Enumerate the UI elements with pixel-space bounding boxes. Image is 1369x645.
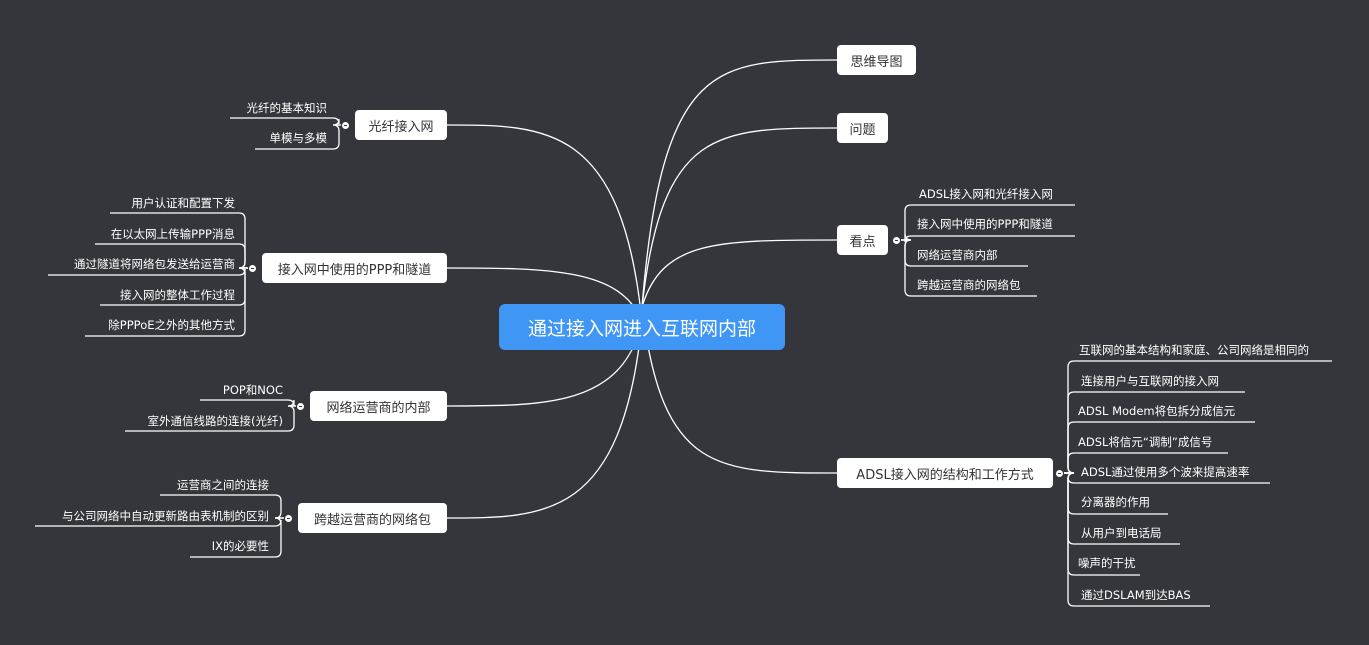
- leaf-line: [230, 117, 341, 126]
- topic-adsl-structure[interactable]: ADSL接入网的结构和工作方式: [837, 458, 1053, 488]
- topic-isp-internal[interactable]: 网络运营商的内部: [310, 391, 447, 421]
- leaf-line: [125, 405, 296, 432]
- topic-cross-isp[interactable]: 跨越运营商的网络包: [298, 503, 447, 533]
- leaf-item[interactable]: 接入网的整体工作过程: [120, 288, 235, 302]
- leaf-item[interactable]: ADSL接入网和光纤接入网: [919, 187, 1053, 201]
- leaf-item[interactable]: 用户认证和配置下发: [131, 196, 236, 210]
- leaf-item[interactable]: 除PPPoE之外的其他方式: [108, 318, 235, 332]
- leaf-line: [85, 267, 248, 337]
- branch-line: [446, 321, 643, 407]
- topic-ppp-tunnel[interactable]: 接入网中使用的PPP和隧道: [262, 253, 447, 283]
- collapse-toggle-highlights[interactable]: [892, 236, 901, 245]
- branch-line: [641, 59, 838, 308]
- topic-mindmap[interactable]: 思维导图: [837, 45, 916, 75]
- leaf-item[interactable]: ADSL Modem将包拆分成信元: [1078, 404, 1236, 418]
- leaf-item[interactable]: 分离器的作用: [1081, 495, 1150, 509]
- leaf-line: [1064, 472, 1210, 607]
- leaf-item[interactable]: 单模与多模: [269, 131, 328, 145]
- leaf-item[interactable]: 通过隧道将网络包发送给运营商: [74, 257, 235, 271]
- leaf-item[interactable]: 运营商之间的连接: [177, 478, 269, 492]
- branch-line: [641, 127, 838, 308]
- leaf-item[interactable]: 噪声的干扰: [1078, 556, 1136, 570]
- collapse-toggle-ppp[interactable]: [248, 264, 257, 273]
- collapse-toggle-isp[interactable]: [296, 402, 305, 411]
- leaf-item[interactable]: 接入网中使用的PPP和隧道: [917, 217, 1053, 231]
- leaf-item[interactable]: 室外通信线路的连接(光纤): [147, 414, 283, 428]
- leaf-item[interactable]: 通过DSLAM到达BAS: [1081, 588, 1191, 602]
- leaf-item[interactable]: 互联网的基本结构和家庭、公司网络是相同的: [1079, 343, 1309, 357]
- leaf-item[interactable]: 光纤的基本知识: [246, 101, 328, 115]
- central-topic[interactable]: 通过接入网进入互联网内部: [499, 304, 785, 350]
- collapse-toggle-fiber[interactable]: [341, 121, 350, 130]
- collapse-toggle-cross[interactable]: [284, 514, 293, 523]
- leaf-item[interactable]: 从用户到电话局: [1081, 526, 1162, 540]
- branch-line: [641, 239, 838, 308]
- leaf-item[interactable]: ADSL将信元“调制”成信号: [1078, 435, 1213, 449]
- branch-line: [446, 321, 643, 519]
- leaf-item[interactable]: 与公司网络中自动更新路由表机制的区别: [62, 509, 269, 523]
- leaf-item[interactable]: 网络运营商内部: [917, 248, 998, 262]
- collapse-toggle-adsl[interactable]: [1055, 469, 1064, 478]
- leaf-line: [190, 517, 284, 558]
- leaf-item[interactable]: 连接用户与互联网的接入网: [1081, 374, 1219, 388]
- leaf-item[interactable]: IX的必要性: [211, 539, 269, 553]
- leaf-item[interactable]: POP和NOC: [222, 383, 283, 397]
- leaf-line: [200, 399, 296, 407]
- leaf-item[interactable]: ADSL通过使用多个波来提高速率: [1081, 465, 1250, 479]
- leaf-item[interactable]: 在以太网上传输PPP消息: [110, 227, 235, 241]
- leaf-line: [255, 124, 341, 150]
- topic-questions[interactable]: 问题: [837, 113, 888, 143]
- leaf-line: [901, 239, 1037, 297]
- leaf-line: [901, 233, 1075, 243]
- branch-line: [641, 306, 838, 474]
- topic-fiber-access[interactable]: 光纤接入网: [355, 110, 447, 140]
- leaf-item[interactable]: 跨越运营商的网络包: [917, 278, 1021, 292]
- branch-line: [446, 124, 643, 323]
- topic-highlights[interactable]: 看点: [837, 225, 888, 255]
